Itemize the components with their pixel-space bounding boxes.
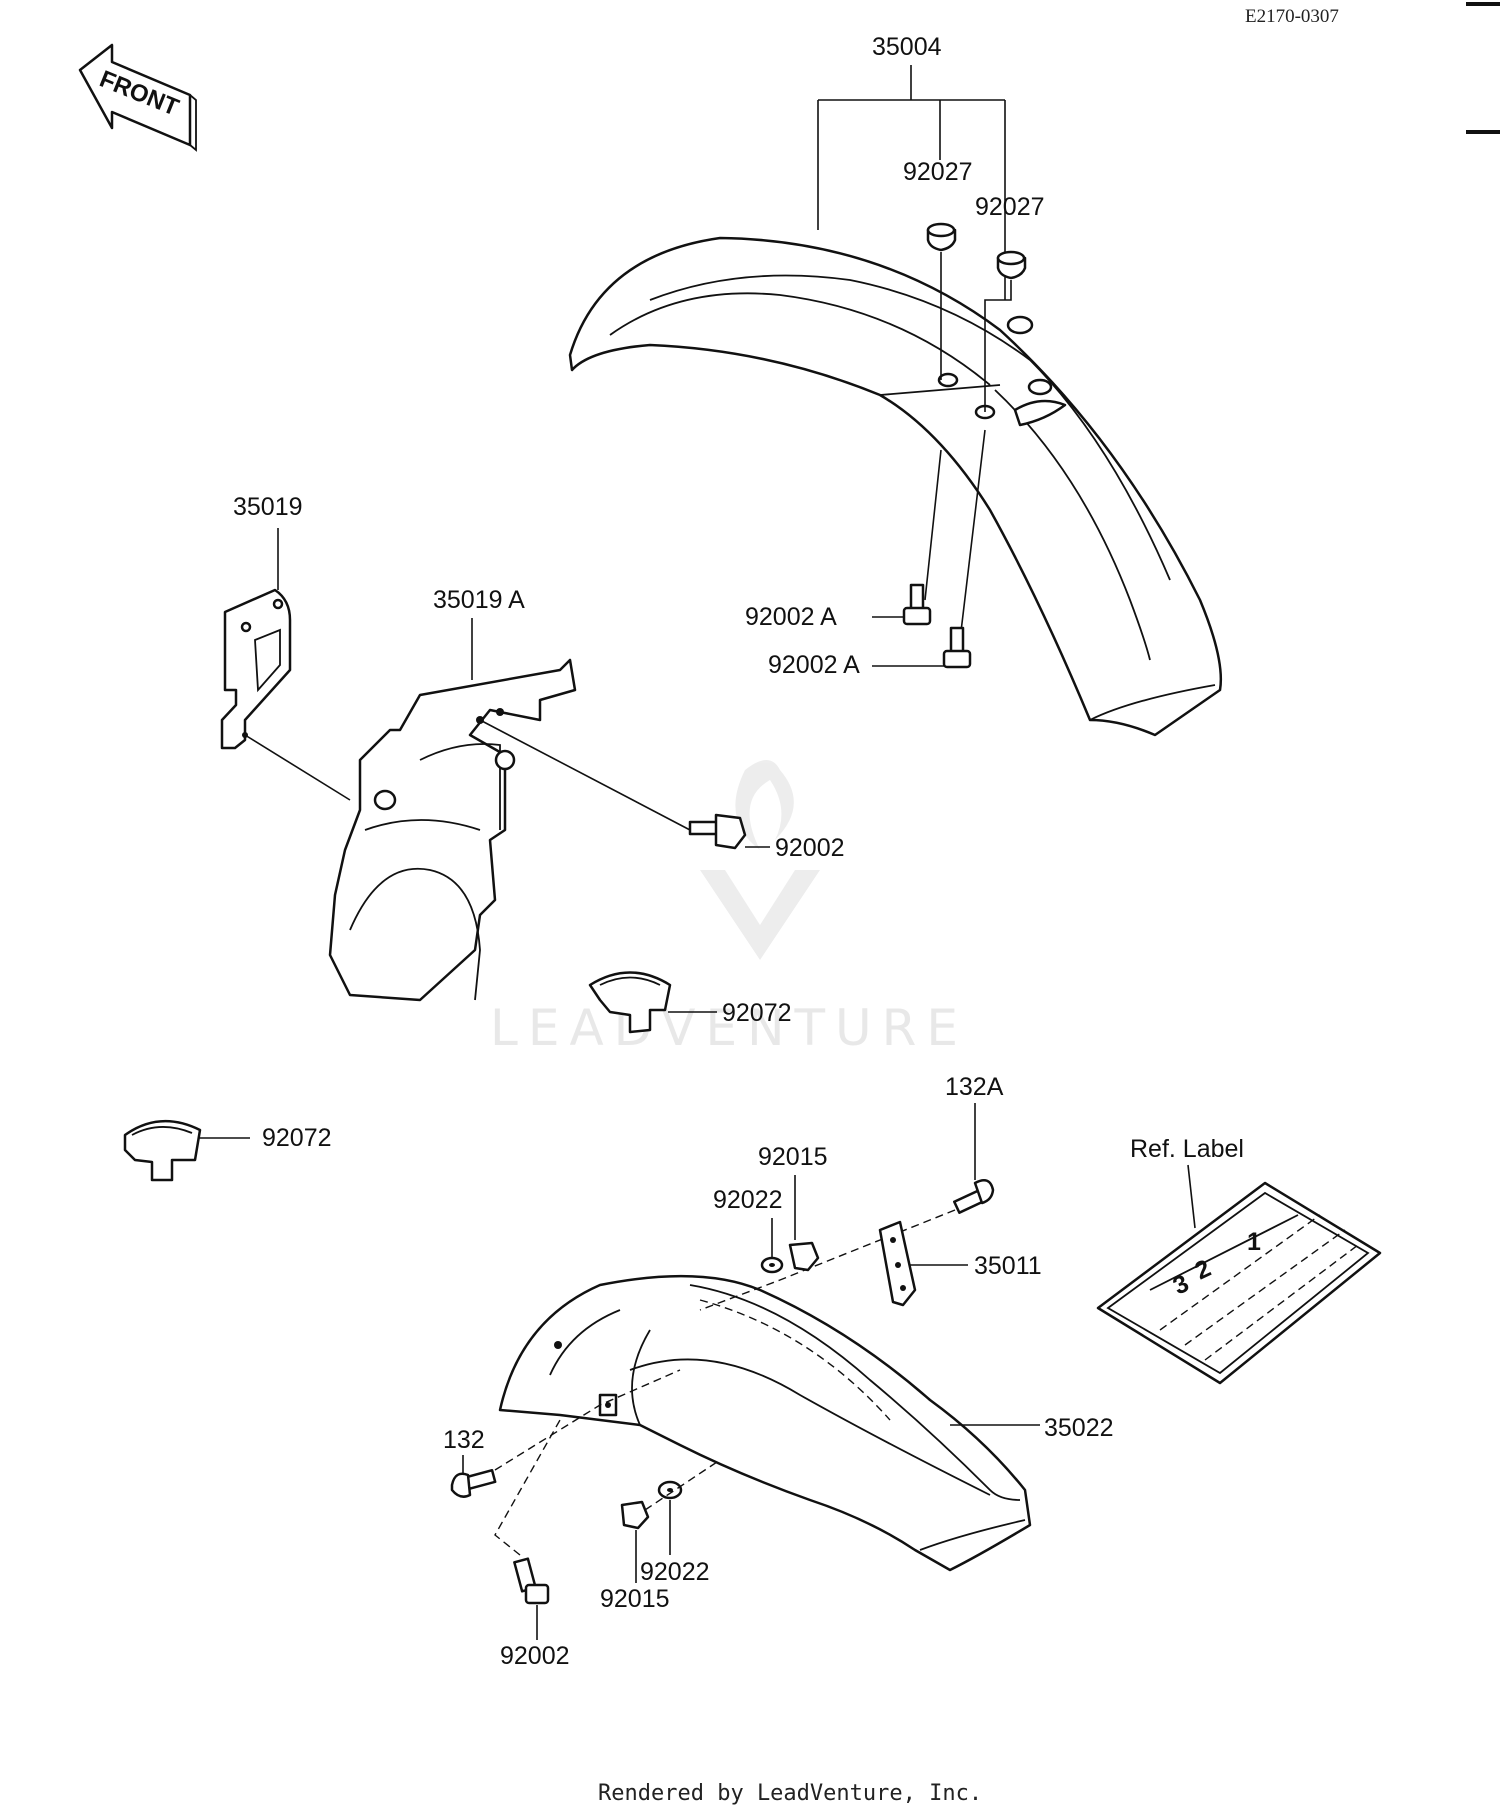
label-washer-bottom: 92022: [640, 1558, 710, 1586]
label-nut-top: 92015: [758, 1143, 828, 1171]
label-bracket: 35011: [974, 1252, 1042, 1280]
label-washer-top: 92022: [713, 1186, 783, 1214]
label-grommet-b: 92027: [975, 193, 1045, 221]
band-clamp-icon: [123, 1119, 202, 1182]
bolt-icon: [902, 583, 932, 626]
label-front-fender-assy: 35004: [872, 33, 942, 61]
fender-guard-bracket: [220, 588, 292, 750]
bolt-icon: [513, 1557, 550, 1605]
grommet-icon: [926, 222, 957, 252]
fender-guard: [328, 658, 577, 1002]
screw-icon: [953, 1178, 995, 1214]
label-fender-guard: 35019: [233, 493, 303, 521]
label-screw-132a: 132A: [945, 1073, 1004, 1101]
reference-label: 1 3 2: [1096, 1181, 1382, 1385]
label-nut-bottom: 92015: [600, 1585, 670, 1613]
label-bolt-front-a1: 92002 A: [745, 603, 837, 631]
watermark-text: LEADVENTURE: [490, 999, 968, 1057]
grommet-icon: [996, 250, 1027, 280]
label-bolt-rear: 92002: [500, 1642, 570, 1670]
label-band-center: 92072: [722, 999, 792, 1027]
screw-icon: [450, 1469, 497, 1498]
washer-icon: [657, 1480, 683, 1500]
ref-label-caption: Ref. Label: [1130, 1135, 1244, 1163]
bracket-icon: [878, 1220, 917, 1307]
watermark: LEADVENTURE: [490, 760, 968, 1057]
front-arrow-icon: FRONT: [78, 43, 197, 152]
label-rear-fender: 35022: [1044, 1414, 1114, 1442]
front-fender: [568, 236, 1223, 737]
ref-label-digit-1: 1: [1247, 1228, 1261, 1256]
label-band-left: 92072: [262, 1124, 332, 1152]
ref-code: E2170-0307: [1245, 6, 1339, 27]
rear-fender: [498, 1274, 1032, 1572]
footer-credit: Rendered by LeadVenture, Inc.: [598, 1781, 982, 1806]
washer-icon: [760, 1256, 784, 1274]
label-fender-guard-a: 35019 A: [433, 586, 525, 614]
band-clamp-icon: [588, 971, 672, 1034]
label-bolt-guard: 92002: [775, 834, 845, 862]
bolt-icon: [688, 813, 747, 850]
label-bolt-front-a2: 92002 A: [768, 651, 860, 679]
bolt-icon: [942, 626, 972, 669]
nut-icon: [620, 1500, 650, 1530]
label-screw-132: 132: [443, 1426, 485, 1454]
nut-icon: [788, 1241, 820, 1272]
edge-mark-top: [1466, 2, 1500, 6]
edge-mark-mid: [1466, 130, 1500, 134]
label-grommet-a: 92027: [903, 158, 973, 186]
